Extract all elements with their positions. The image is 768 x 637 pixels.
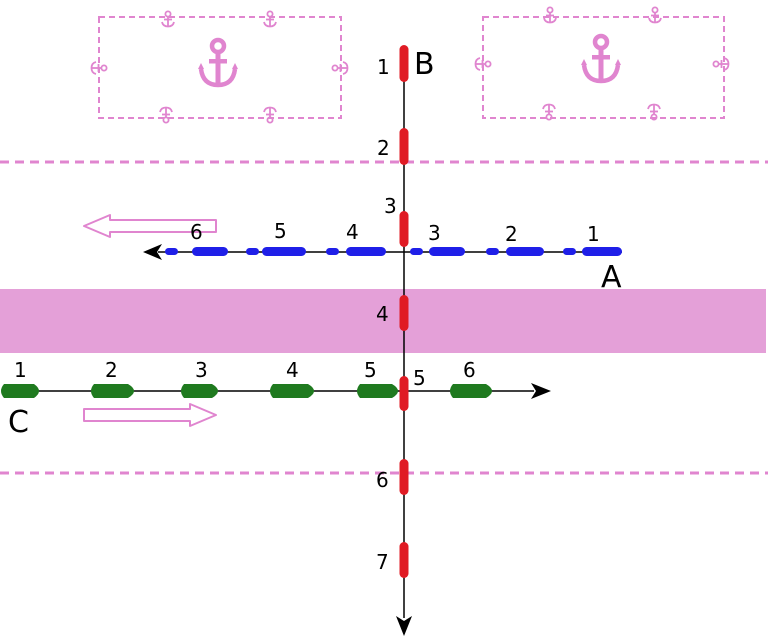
vessel-b-position-marker <box>399 211 409 247</box>
vessel-c-position-marker <box>450 384 492 398</box>
vessel-a-position-marker <box>262 247 306 256</box>
vessel-b-position-marker <box>399 128 409 165</box>
vessel-a-position-number: 3 <box>428 221 441 245</box>
anchor-icon <box>543 6 557 24</box>
vessel-c-label: C <box>8 405 29 440</box>
vessel-b-position-marker <box>399 45 409 82</box>
vessel-b-position-number: 5 <box>413 366 426 390</box>
vessel-b-position-number: 6 <box>376 468 389 492</box>
vessel-a-position-marker <box>582 247 622 256</box>
vessel-c-position-marker <box>357 384 398 398</box>
vessel-a-position-marker <box>192 247 228 256</box>
anchor-icon <box>331 61 349 75</box>
vessel-b-position-number: 4 <box>376 302 389 326</box>
anchor-icon <box>159 106 173 124</box>
vessel-a-heading-arrow <box>143 244 162 260</box>
vessel-c-position-marker <box>91 384 134 398</box>
vessel-a-position-marker <box>429 247 465 256</box>
vessel-a-position-number: 4 <box>346 220 359 244</box>
vessel-c-position-number: 3 <box>195 358 208 382</box>
vessel-a-position-number: 1 <box>587 222 600 246</box>
vessel-c-position-marker <box>270 384 314 398</box>
vessel-a-position-marker <box>506 247 544 256</box>
vessel-a-position-number: 5 <box>274 219 287 243</box>
vessel-b-position-number: 3 <box>384 194 397 218</box>
vessel-b-position-marker <box>399 459 409 495</box>
vessel-a-positions <box>165 247 622 256</box>
vessel-b-position-number: 2 <box>377 136 390 160</box>
vessel-b-position-marker <box>399 376 409 411</box>
vessel-c-heading-arrow <box>531 383 551 399</box>
vessel-c-position-number: 2 <box>105 358 118 382</box>
vessel-b-position-number: 7 <box>376 550 389 574</box>
vessel-a-label: A <box>601 260 622 295</box>
westbound-direction-arrow <box>83 214 217 238</box>
vessel-b-heading-arrow <box>396 616 412 636</box>
vessel-c-position-number: 6 <box>463 358 476 382</box>
vessel-c-position-number: 5 <box>364 358 377 382</box>
eastbound-direction-arrow <box>83 403 217 427</box>
anchor-icon <box>198 40 238 85</box>
vessel-c-position-marker <box>1 384 39 398</box>
anchorage-east <box>474 6 730 121</box>
anchor-icon <box>161 10 175 28</box>
vessel-a-position-number: 6 <box>190 220 203 244</box>
vessel-b-positions <box>399 45 409 578</box>
vessel-c-positions <box>1 384 492 398</box>
vessel-c-position-number: 4 <box>286 358 299 382</box>
vessel-b-position-marker <box>399 295 409 331</box>
anchor-icon <box>712 57 730 71</box>
anchor-icon <box>263 10 277 28</box>
vessel-c-position-number: 1 <box>14 358 27 382</box>
anchor-icon <box>648 6 662 24</box>
vessel-a-position-marker <box>563 248 576 255</box>
vessel-a-position-number: 2 <box>505 222 518 246</box>
vessel-a-position-marker <box>410 248 423 255</box>
vessel-a-position-marker <box>486 248 499 255</box>
anchor-icon <box>263 106 277 124</box>
anchorage-west <box>90 10 349 124</box>
anchor-icon <box>581 36 621 81</box>
vessel-b-position-number: 1 <box>377 55 390 79</box>
restricted-zone-band <box>0 289 766 353</box>
vessel-a-position-marker <box>326 248 339 255</box>
vessel-a-position-marker <box>346 247 386 256</box>
vessel-a-position-marker <box>165 248 178 255</box>
vessel-c-position-marker <box>181 384 218 398</box>
vessel-b-label: B <box>414 47 435 82</box>
vessel-b-position-marker <box>399 542 409 578</box>
vessel-a-position-marker <box>246 248 259 255</box>
